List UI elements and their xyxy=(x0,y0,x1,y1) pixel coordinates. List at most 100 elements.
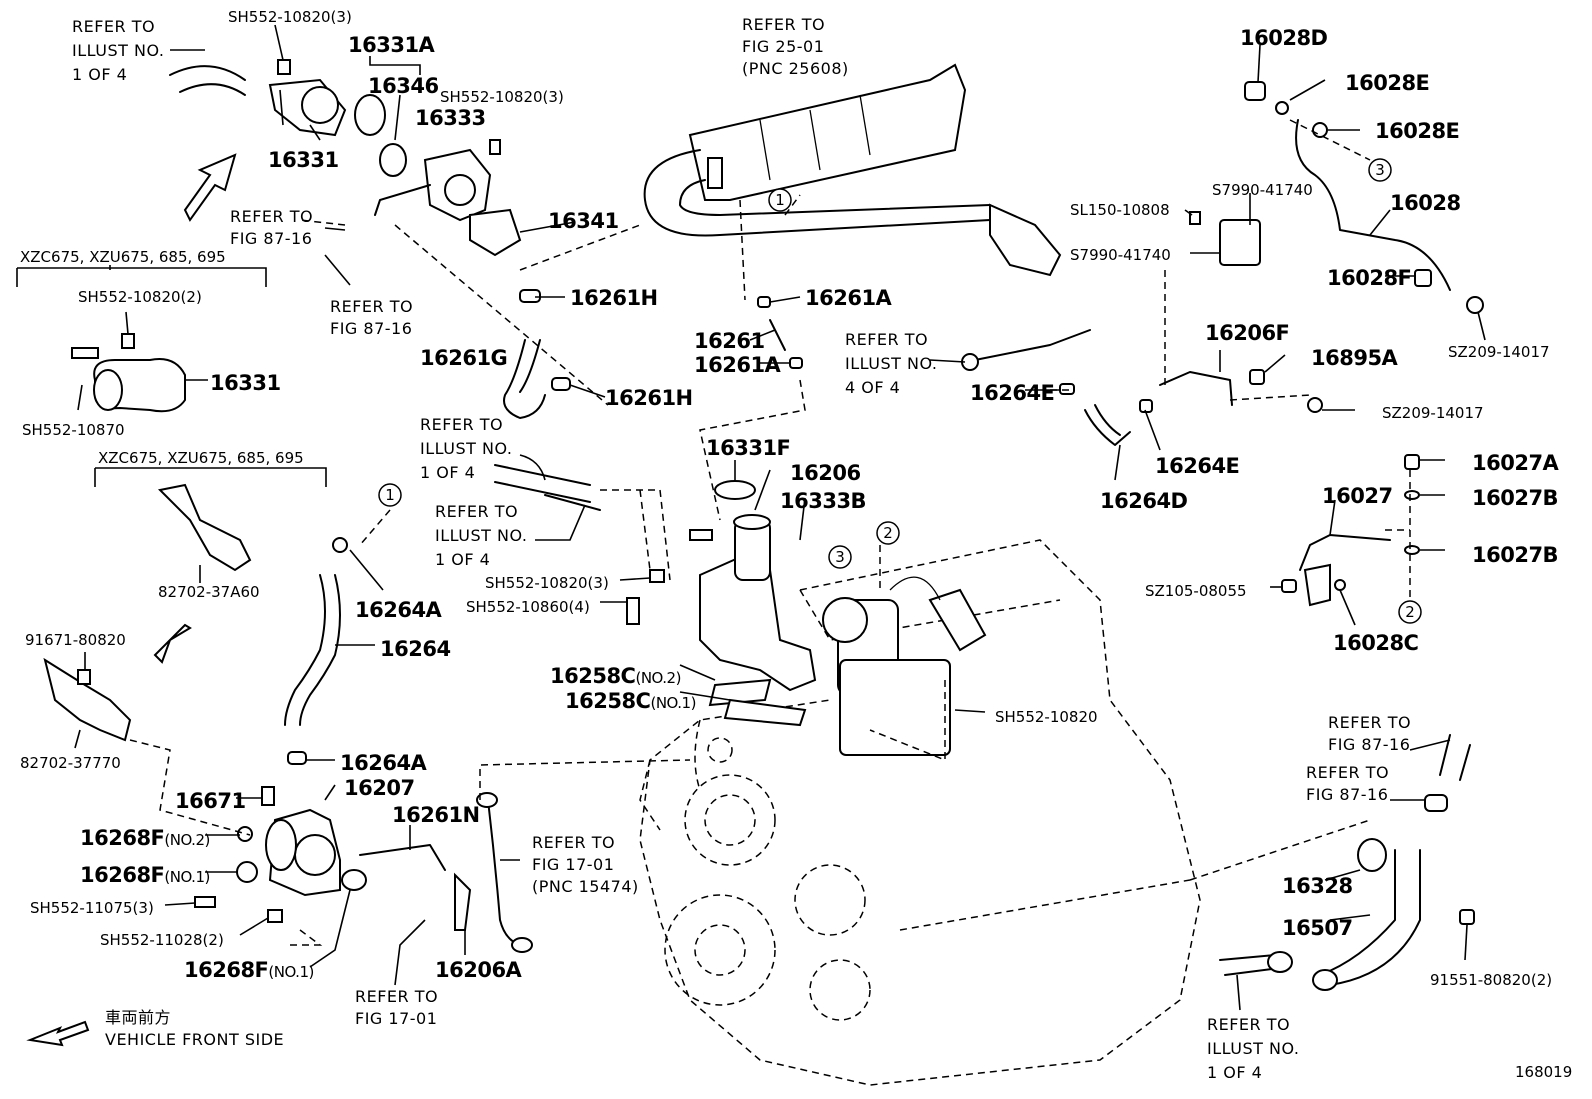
label-16028C: 16028C xyxy=(1333,631,1419,655)
bracket-37770 xyxy=(43,657,132,742)
hoses-right xyxy=(961,329,1323,446)
label-16028: 16028 xyxy=(1390,191,1461,215)
label-s7990-41740-b: S7990-41740 xyxy=(1070,246,1171,264)
label-sz209-14017-b: SZ209-14017 xyxy=(1382,404,1484,422)
leader-lines xyxy=(16,24,1486,1011)
label-16264D: 16264D xyxy=(1100,489,1188,513)
label-sh552-10860-4: SH552-10860(4) xyxy=(466,598,590,616)
alternator-cluster xyxy=(822,576,987,756)
label-16331A: 16331A xyxy=(348,33,436,57)
water-outlet-center xyxy=(699,480,817,727)
bracket-37a60 xyxy=(157,483,252,572)
label-sh552-11075-3: SH552-11075(3) xyxy=(30,899,154,917)
label-16895A: 16895A xyxy=(1311,346,1399,370)
label-sh552-10820: SH552-10820 xyxy=(995,708,1098,726)
label-16028F: 16028F xyxy=(1327,266,1411,290)
callout-number: 2 xyxy=(883,524,893,542)
dashed-connectors xyxy=(129,119,1411,946)
callout-circle xyxy=(768,188,792,212)
label-16028E-a: 16028E xyxy=(1345,71,1429,95)
label-16206F: 16206F xyxy=(1205,321,1289,345)
label-82702-37A60: 82702-37A60 xyxy=(158,583,260,601)
callout-circle xyxy=(1398,600,1422,624)
hose-16507 xyxy=(1219,734,1475,991)
label-16264: 16264 xyxy=(380,637,451,661)
label-16331F: 16331F xyxy=(706,436,790,460)
label-s7990-41740-a: S7990-41740 xyxy=(1212,181,1313,199)
label-variant-2: XZC675, XZU675, 685, 695 xyxy=(98,449,304,467)
label-suffix: (NO.1) xyxy=(164,868,209,886)
label-16028D: 16028D xyxy=(1240,26,1328,50)
label-16261G: 16261G xyxy=(420,346,507,370)
direction-arrows xyxy=(26,623,192,1047)
label-sh552-10820-3-a: SH552-10820(3) xyxy=(228,8,352,26)
label-sz105-08055: SZ105-08055 xyxy=(1145,582,1247,600)
callout-circle xyxy=(378,483,402,507)
label-suffix: (NO.1) xyxy=(268,963,313,981)
label-16261A-a: 16261A xyxy=(805,286,893,310)
label-16258C-no2: 16258C(NO.2) xyxy=(550,664,681,688)
label-16264E-b: 16264E xyxy=(1155,454,1239,478)
label-16333: 16333 xyxy=(415,106,486,130)
label-sh552-11028-2: SH552-11028(2) xyxy=(100,931,224,949)
label-16328: 16328 xyxy=(1282,874,1353,898)
label-sh552-10820-3-c: SH552-10820(3) xyxy=(485,574,609,592)
label-front-jp: 車両前方 xyxy=(105,1008,171,1027)
callout-number: 1 xyxy=(775,191,785,209)
callout-circle xyxy=(876,521,900,545)
label-sh552-10870: SH552-10870 xyxy=(22,421,125,439)
label-16261H-a: 16261H xyxy=(570,286,658,310)
label-16206A: 16206A xyxy=(435,958,523,982)
label-sl150-10808: SL150-10808 xyxy=(1070,201,1170,219)
label-sh552-10820-2: SH552-10820(2) xyxy=(78,288,202,306)
water-pump-lower xyxy=(194,751,472,931)
label-suffix: (NO.1) xyxy=(650,694,695,712)
callout-number: 3 xyxy=(1375,161,1385,179)
label-16507: 16507 xyxy=(1282,916,1353,940)
label-16206: 16206 xyxy=(790,461,861,485)
label-16671: 16671 xyxy=(175,789,246,813)
hose-16261g xyxy=(503,289,803,419)
label-16331-var: 16331 xyxy=(210,371,281,395)
label-16261N: 16261N xyxy=(392,803,480,827)
label-16346: 16346 xyxy=(368,74,439,98)
bracket-16027 xyxy=(1281,454,1420,607)
label-sz209-14017-a: SZ209-14017 xyxy=(1448,343,1550,361)
label-16264A-b: 16264A xyxy=(340,751,428,775)
label-82702-37770: 82702-37770 xyxy=(20,754,121,772)
hoses-mid-left xyxy=(494,464,713,625)
label-16264A-a: 16264A xyxy=(355,598,443,622)
label-16027A: 16027A xyxy=(1472,451,1560,475)
label-16264E-a: 16264E xyxy=(970,381,1054,405)
callout-number: 3 xyxy=(835,548,845,566)
pipe-15474 xyxy=(476,792,533,953)
water-inlet-topleft xyxy=(169,59,522,257)
label-variant-1: XZC675, XZU675, 685, 695 xyxy=(20,248,226,266)
label-16258C-no1: 16258C(NO.1) xyxy=(565,689,696,713)
label-suffix: (NO.2) xyxy=(164,831,209,849)
label-16261: 16261 xyxy=(694,329,765,353)
label-16268F-no1-b: 16268F(NO.1) xyxy=(184,958,314,982)
label-16261H-b: 16261H xyxy=(605,386,693,410)
label-16341: 16341 xyxy=(548,209,619,233)
engine-block xyxy=(639,539,1201,1086)
callout-circle xyxy=(1368,158,1392,182)
label-sh552-10820-3-b: SH552-10820(3) xyxy=(440,88,564,106)
callout-number: 2 xyxy=(1405,603,1415,621)
label-16268F-no1-a: 16268F(NO.1) xyxy=(80,863,210,887)
callout-circle xyxy=(828,545,852,569)
label-16333B: 16333B xyxy=(780,489,866,513)
label-16028E-b: 16028E xyxy=(1375,119,1459,143)
